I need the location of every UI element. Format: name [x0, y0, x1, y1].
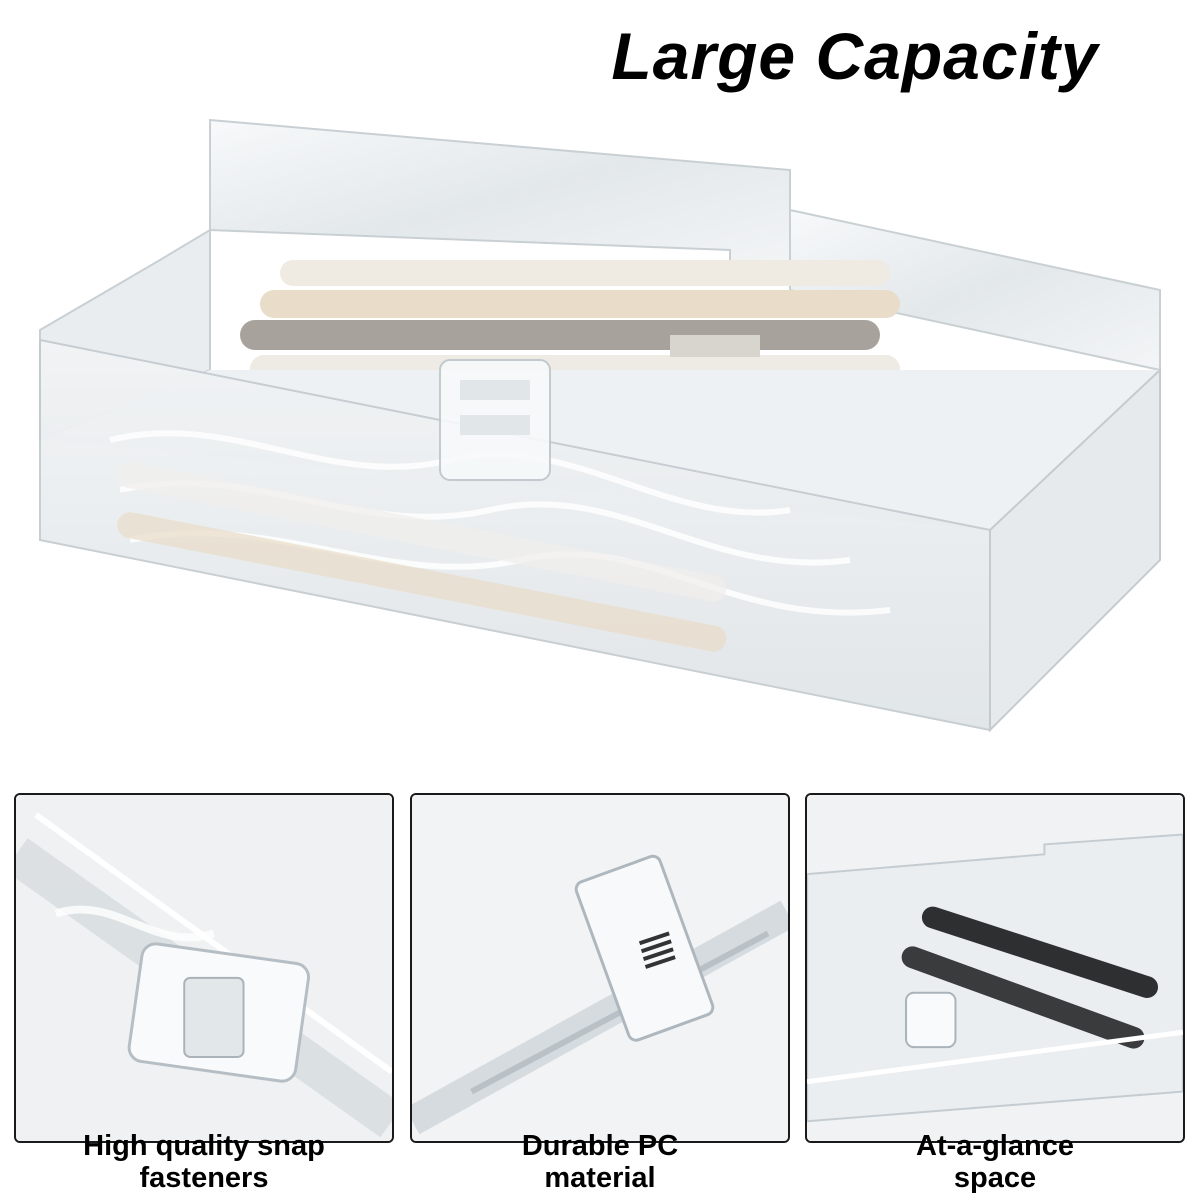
- caption-line: material: [544, 1162, 656, 1194]
- feature-image-glance-space: [805, 793, 1185, 1143]
- feature-caption-pc-material: Durable PC material: [410, 1130, 790, 1194]
- glance-space-closeup: [807, 795, 1183, 1141]
- caption-line: fasteners: [139, 1162, 269, 1194]
- caption-line: Durable PC: [521, 1130, 679, 1162]
- caption-line: space: [953, 1162, 1037, 1194]
- hero-product-image: [30, 110, 1180, 750]
- caption-line: At-a-glance: [916, 1130, 1074, 1162]
- caption-line: High quality snap: [83, 1130, 325, 1162]
- snap-fastener-closeup: [16, 795, 392, 1141]
- feature-image-snap-fasteners: [14, 793, 394, 1143]
- headline: Large Capacity: [611, 19, 1099, 93]
- feature-caption-glance-space: At-a-glance space: [805, 1130, 1185, 1194]
- feature-caption-snap-fasteners: High quality snap fasteners: [14, 1130, 394, 1194]
- acrylic-organizer-illustration: [39, 118, 1161, 733]
- feature-image-pc-material: [410, 793, 790, 1143]
- pc-material-closeup: [412, 795, 788, 1141]
